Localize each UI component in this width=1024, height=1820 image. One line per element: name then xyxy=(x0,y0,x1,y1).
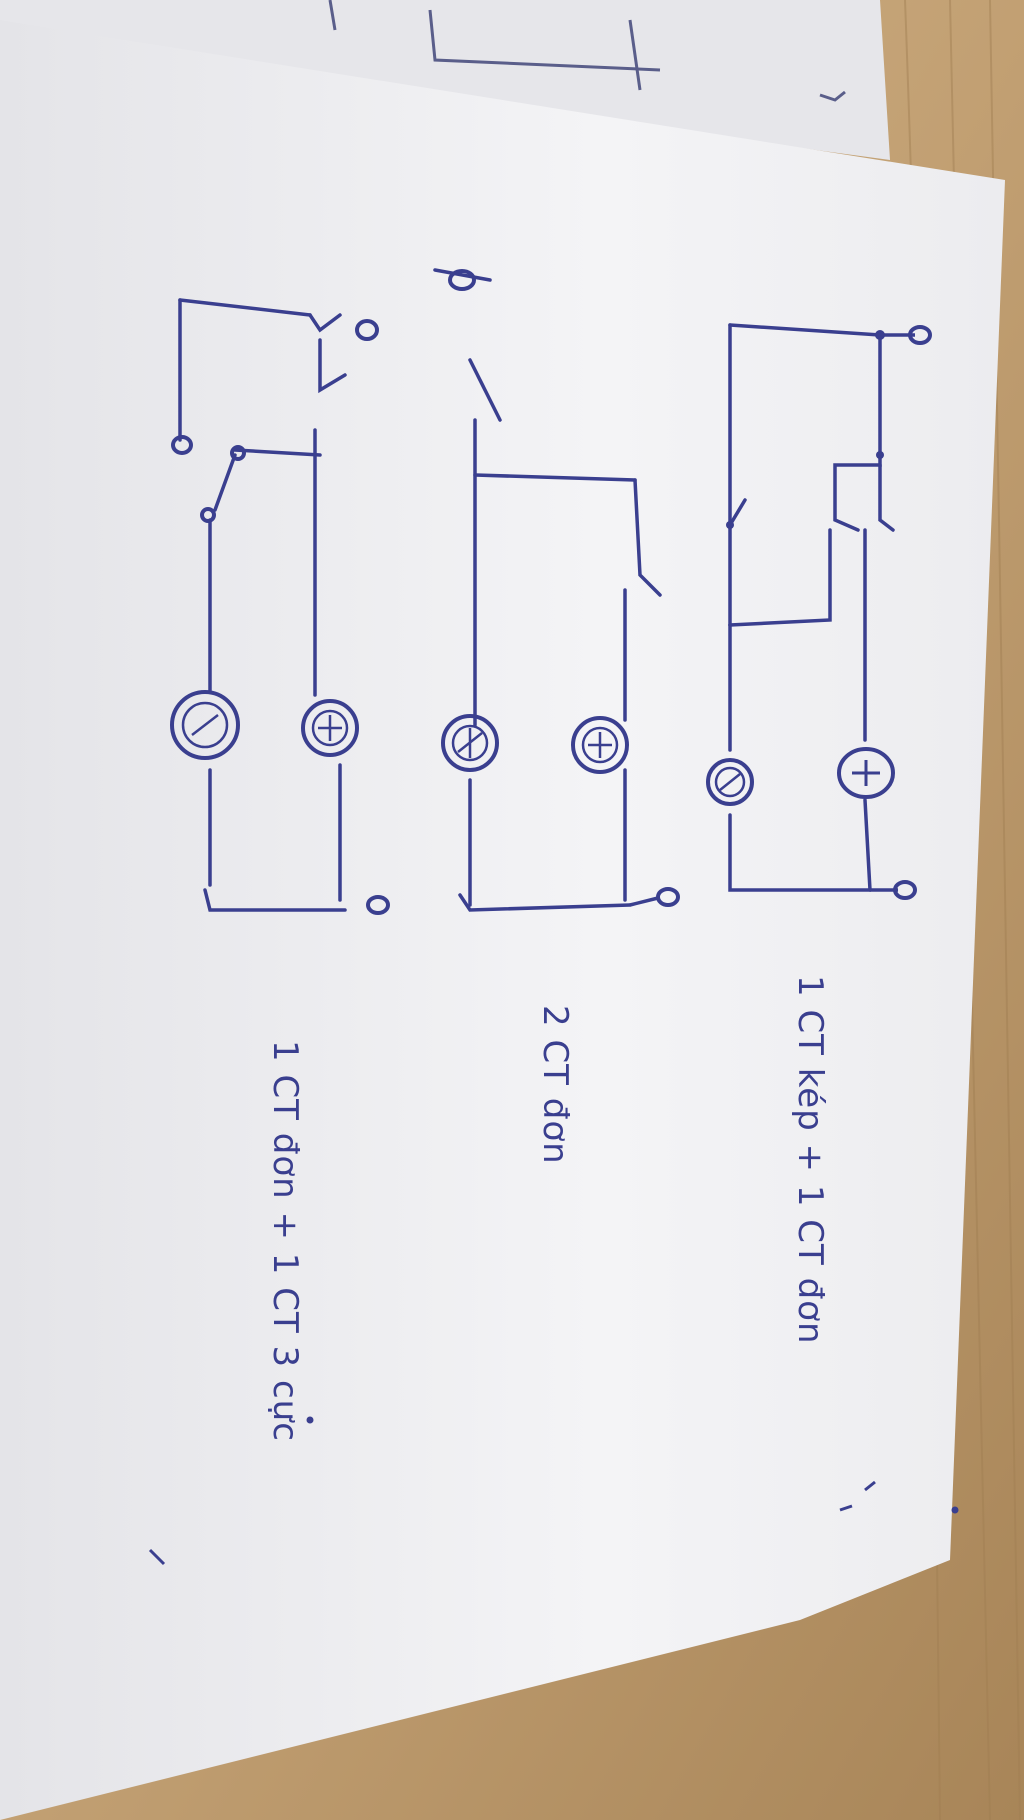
circuit-two-terminal-bottom xyxy=(629,887,680,907)
circuit-two-terminal-top xyxy=(448,269,476,291)
circuit-one-lamp-b xyxy=(837,747,895,799)
circuit-three-terminals xyxy=(171,319,390,915)
circuit-two-lamp-a xyxy=(441,714,499,772)
background-sheet-marks xyxy=(328,0,846,102)
paper-sheet xyxy=(0,20,1005,1820)
circuit-three-lamp-a xyxy=(170,690,240,760)
circuit-two-two-single-switches xyxy=(433,268,662,912)
pen-marks xyxy=(148,1416,959,1566)
circuit-one-lamp-a xyxy=(706,758,754,806)
circuit-one-switch-double-and-single xyxy=(728,323,895,892)
circuit-one-caption: 1 CT kép + 1 CT đơn xyxy=(790,975,830,1345)
circuit-two-caption: 2 CT đơn xyxy=(535,1005,575,1165)
circuit-one-terminal-bottom xyxy=(870,880,917,900)
background-paper-sheet xyxy=(0,0,890,160)
circuit-one-terminal-top xyxy=(880,325,932,345)
circuit-three-caption: 1 CT đơn + 1 CT 3 cực xyxy=(265,1040,305,1442)
circuit-two-lamp-b xyxy=(571,716,629,774)
circuit-three-lamp-b xyxy=(301,699,359,757)
circuit-three-single-and-three-way-switch xyxy=(178,298,347,912)
